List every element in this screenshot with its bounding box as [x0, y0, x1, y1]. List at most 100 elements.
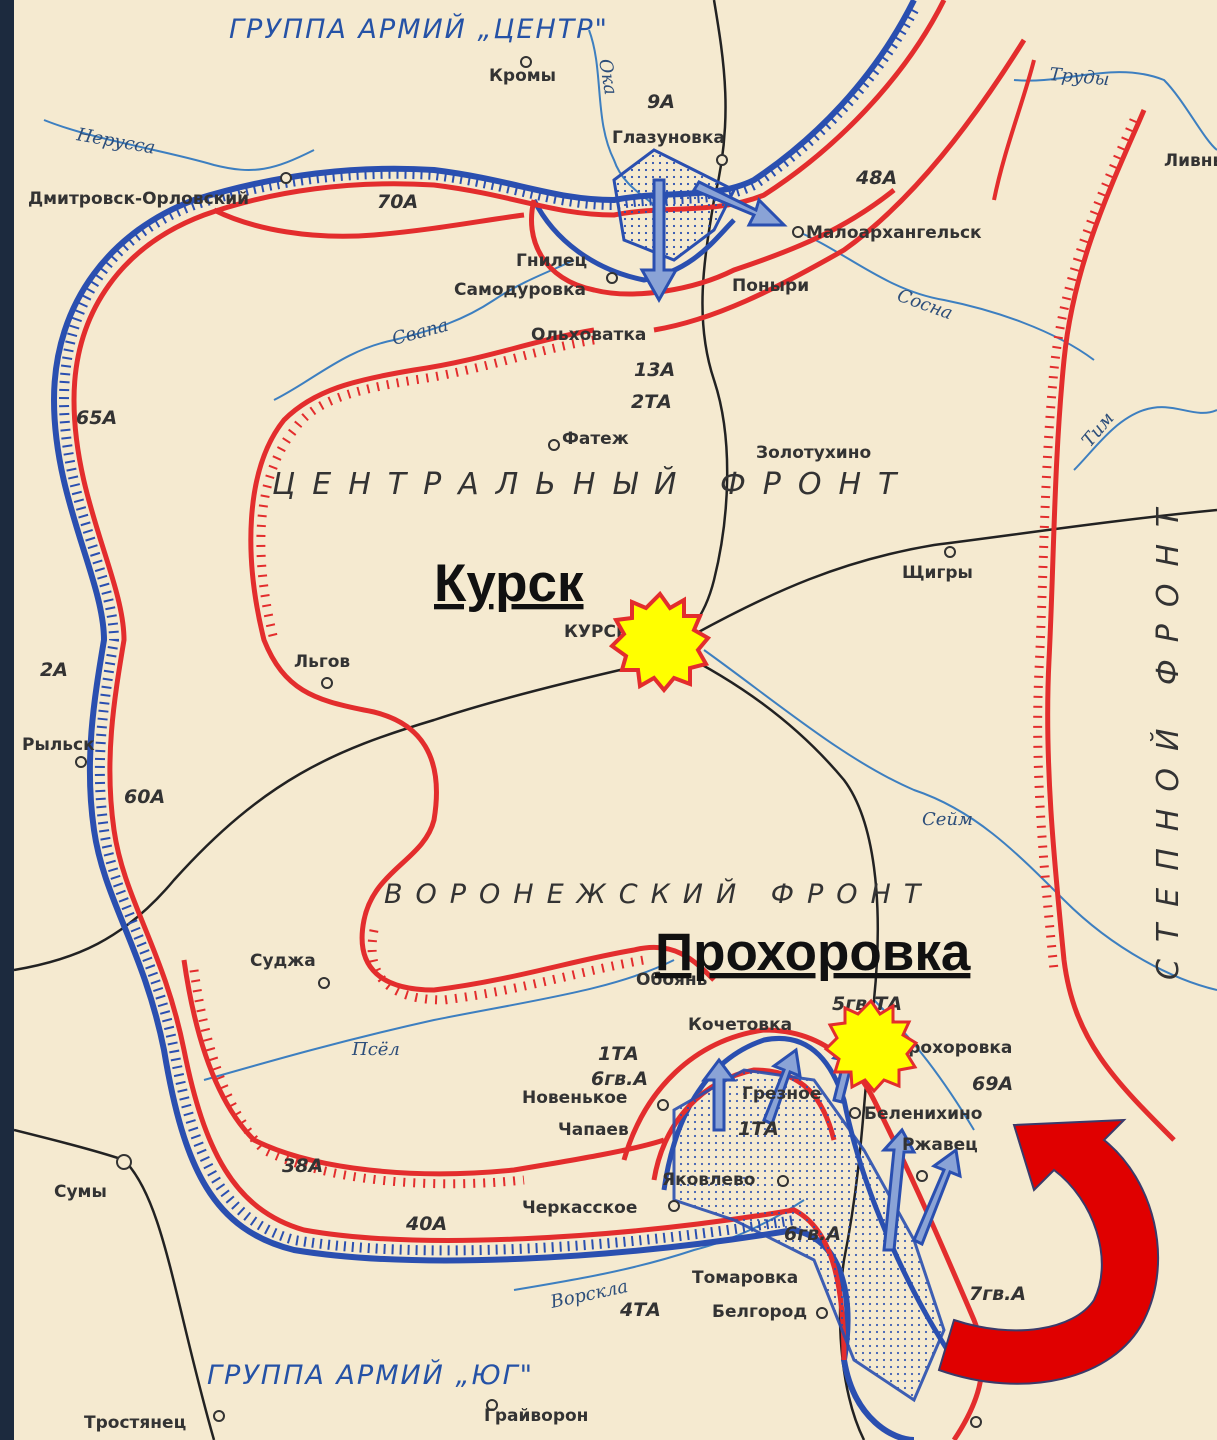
railway-orel-kursk: [668, 0, 729, 647]
river-psel: [203, 959, 675, 1081]
town-circle-icon: [486, 1399, 498, 1411]
army-48a-label: 48А: [855, 167, 897, 189]
river-tim: [1073, 406, 1217, 471]
german-salient-north: [531, 198, 736, 283]
attack-arrow-south-2: [762, 1047, 802, 1127]
steppe-front-label: СТЕПНОЙ ФРОНТ: [1150, 492, 1186, 980]
town-shchigry-label: Щигры: [902, 563, 973, 583]
soviet-hatch: [189, 118, 1139, 1189]
railway-kursk-lgov: [14, 658, 665, 972]
army-65a-label: 65А: [76, 407, 117, 429]
town-zolotukhino-label: Золотухино: [756, 443, 871, 463]
town-dmitrovsk-label: Дмитровск-Орловский: [28, 189, 249, 209]
battle-areas: [612, 148, 946, 1403]
army-2ta-label: 2ТА: [631, 391, 672, 413]
town-circle-icon: [606, 272, 618, 284]
town-lgov-label: Льгов: [294, 652, 350, 672]
town-ponyri-label: Поныри: [732, 276, 809, 296]
army-38a-label: 38А: [282, 1155, 323, 1177]
army-2a-label: 2А: [40, 659, 68, 681]
army-4ta-label: 4ТА: [619, 1299, 661, 1321]
river-trudy: [1013, 71, 1217, 151]
river-svapa: [273, 259, 575, 401]
attack-arrow-north-2: [691, 180, 788, 227]
river-nerussa: [43, 119, 315, 171]
explosion-icon: [823, 998, 919, 1094]
town-belenikhino-label: Беленихино: [864, 1104, 982, 1124]
attack-arrow-south-1: [701, 1057, 737, 1132]
attack-arrow-south-3: [880, 1127, 917, 1252]
town-chapaev-label: Чапаев: [558, 1120, 629, 1140]
town-circle-icon: [777, 1175, 789, 1187]
town-circle-icon: [792, 226, 804, 238]
town-gnilets-label: Гнилец: [516, 251, 587, 271]
town-kochetovka-label: Кочетовка: [688, 1015, 792, 1035]
river-seim-label: Сейм: [922, 809, 973, 830]
town-livny-label: Ливны: [1164, 151, 1217, 171]
town-circle-icon: [321, 677, 333, 689]
soviet-line-inner-3: [212, 207, 525, 239]
town-sumy-label: Сумы: [54, 1182, 107, 1202]
town-circle-icon: [716, 154, 728, 166]
explosion-icon: [608, 590, 712, 694]
town-belgorod-label: Белгород: [712, 1302, 807, 1322]
soviet-steppe-line-2: [992, 59, 1036, 201]
river-trudy-label: Труды: [1049, 64, 1111, 90]
town-fatezh-label: Фатеж: [562, 429, 629, 449]
town-cherkasskoe-label: Черкасское: [522, 1198, 637, 1218]
army-6gva-label: 6гв.А: [591, 1068, 648, 1090]
map-frame: ГРУППА АРМИЙ „ЦЕНТР" ГРУППА АРМИЙ „ЮГ" Ц…: [14, 0, 1217, 1440]
german-line-north: [50, 0, 917, 1440]
town-graivoron-label: Грайворон: [484, 1406, 588, 1426]
town-tomarovka-label: Томаровка: [692, 1268, 798, 1288]
town-sudzha-label: Суджа: [250, 951, 316, 971]
town-circle-icon: [970, 1416, 982, 1428]
attack-arrow-north-1: [639, 178, 679, 304]
river-seim: [703, 649, 1217, 991]
town-greznoe-label: Грезное: [742, 1084, 821, 1104]
town-circle-icon: [816, 1307, 828, 1319]
town-rylsk-label: Рыльск: [22, 735, 95, 755]
town-prokhorovka-label: Прохоровка: [894, 1038, 1012, 1058]
voronezh-front-label: ВОРОНЕЖСКИЙ ФРОНТ: [384, 878, 933, 910]
railway-sumy: [14, 1128, 216, 1440]
kursk-highlight-label: Курск: [434, 554, 584, 613]
soviet-line-inner-2: [529, 188, 896, 297]
soviet-line-inner-4: [181, 959, 665, 1177]
army-13a-label: 13А: [634, 359, 675, 381]
breakthrough-south: [672, 1068, 946, 1403]
town-rzhavets-label: Ржавец: [902, 1135, 978, 1155]
town-circle-icon: [116, 1154, 132, 1170]
town-circle-icon: [668, 1200, 680, 1212]
town-yakovlevo-label: Яковлево: [662, 1170, 755, 1190]
town-circle-icon: [916, 1170, 928, 1182]
town-circle-icon: [75, 756, 87, 768]
town-markers: [75, 56, 982, 1428]
curved-arrow-icon: [937, 1118, 1160, 1385]
town-circle-icon: [849, 1107, 861, 1119]
central-front-label: ЦЕНТРАЛЬНЫЙ ФРОНТ: [272, 466, 913, 502]
group-south-label: ГРУППА АРМИЙ „ЮГ": [207, 1359, 534, 1391]
town-circle-icon: [520, 56, 532, 68]
group-center-label: ГРУППА АРМИЙ „ЦЕНТР": [229, 13, 609, 45]
breakthrough-north: [612, 148, 737, 262]
army-6gva-inner-label: 6гв.А: [784, 1223, 841, 1245]
soviet-line-inner-1: [248, 38, 1027, 993]
prokhorovka-highlight-label: Прохоровка: [655, 923, 971, 982]
town-maloarkhangelsk-label: Малоархангельск: [806, 223, 982, 243]
town-circle-icon: [657, 1099, 669, 1111]
town-trostyanets-label: Тростянец: [84, 1413, 186, 1433]
soviet-steppe-line: [1045, 109, 1176, 1142]
soviet-line-outer: [71, 0, 947, 1361]
army-1ta-inner-label: 1ТА: [738, 1118, 779, 1140]
army-70a-label: 70А: [377, 191, 418, 213]
town-novenkoe-label: Новенькое: [522, 1088, 627, 1108]
town-circle-icon: [280, 172, 292, 184]
town-samodurovka-label: Самодуровка: [454, 280, 586, 300]
army-7gva-label: 7гв.А: [969, 1283, 1026, 1305]
town-kursk-label: КУРСК: [564, 622, 630, 642]
army-40a-label: 40А: [405, 1213, 447, 1235]
kursk-battle-map: ГРУППА АРМИЙ „ЦЕНТР" ГРУППА АРМИЙ „ЮГ" Ц…: [14, 0, 1217, 1440]
army-60a-label: 60А: [124, 786, 165, 808]
army-9a-label: 9А: [647, 91, 675, 113]
